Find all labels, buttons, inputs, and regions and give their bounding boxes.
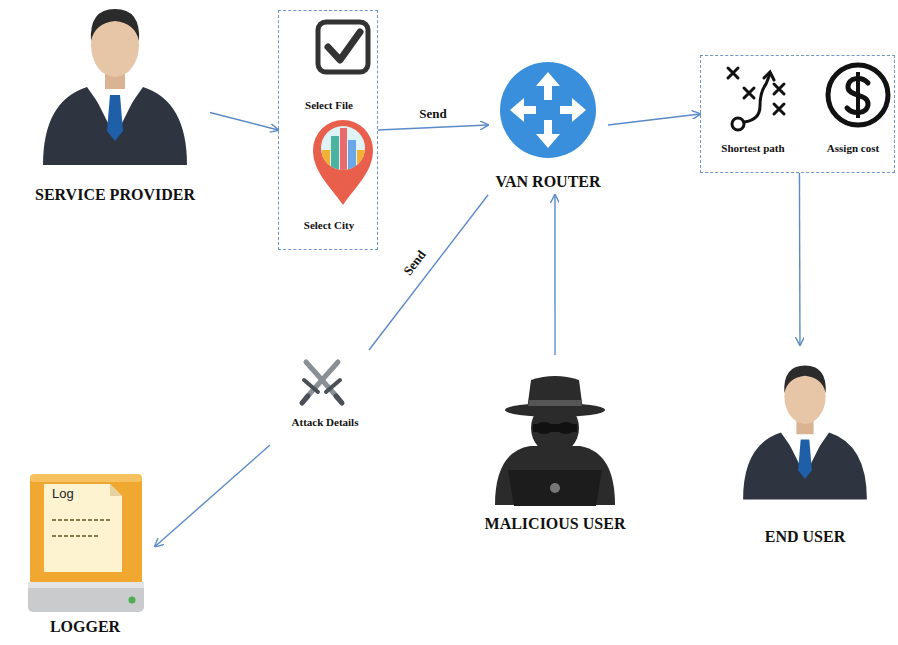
process-group-box: Shortest path Assign cost — [700, 55, 895, 173]
actor-node: SERVICE PROVIDER — [20, 10, 210, 215]
node-label: SERVICE PROVIDER — [35, 186, 195, 204]
node-label: Shortest path — [721, 142, 784, 155]
edge-label: Send — [417, 106, 448, 120]
router-node: VAN ROUTER — [488, 55, 608, 195]
connector-arrow — [608, 114, 700, 125]
swords-icon — [302, 362, 342, 403]
node-label: Assign cost — [827, 142, 879, 155]
connector-arrow — [554, 195, 555, 355]
log-drive-icon — [28, 474, 144, 612]
actor-node: END USER — [735, 345, 875, 550]
router-icon — [500, 62, 596, 158]
attack-node: Attack Details — [270, 350, 380, 445]
hacker-icon — [495, 376, 615, 506]
city-pin-icon — [313, 120, 373, 205]
connector-arrow — [378, 125, 488, 130]
node-label: Select File — [305, 99, 353, 112]
connector-arrow — [155, 445, 270, 547]
node-label: END USER — [765, 528, 845, 546]
attacker-node: MALICIOUS USER — [455, 355, 655, 540]
cost-icon — [828, 65, 888, 125]
node-label: Attack Details — [292, 416, 359, 429]
edge-label: Send — [399, 246, 429, 280]
connector-arrow — [369, 195, 488, 350]
person-icon — [43, 9, 187, 165]
person-icon — [743, 365, 867, 499]
node-label: VAN ROUTER — [495, 173, 600, 191]
connector-arrow — [799, 173, 801, 345]
path-icon — [728, 68, 784, 130]
node-label: Select City — [304, 219, 354, 232]
checkbox-icon — [318, 22, 368, 72]
logger-node: LOGGER — [20, 470, 155, 640]
icon-label: Log — [52, 486, 74, 501]
connector-arrow — [210, 113, 278, 131]
node-label: LOGGER — [50, 618, 120, 636]
node-label: MALICIOUS USER — [485, 515, 626, 533]
input-group-box: Select FileSelect City — [278, 10, 378, 250]
